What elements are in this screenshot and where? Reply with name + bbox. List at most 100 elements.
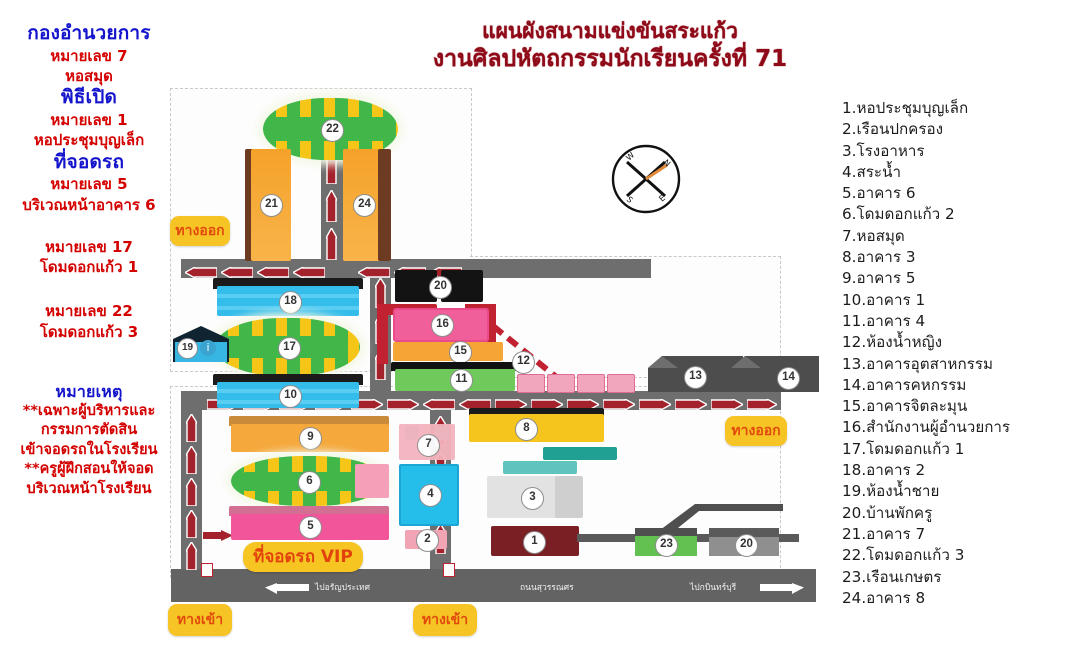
traffic-arrow-right: [350, 395, 385, 414]
info-heading: ที่จอดรถ: [53, 150, 125, 173]
note-line: บริเวณหน้าโรงเรียน: [26, 481, 152, 497]
street-name-label: ถนนสุวรรณศร: [520, 583, 574, 593]
info-subline: หมายเลข 7: [50, 46, 128, 65]
building-number: 19: [177, 338, 198, 359]
agriculture-area: 23 20: [577, 484, 807, 562]
building-number: 3: [521, 487, 544, 510]
traffic-arrow-up: [324, 226, 339, 264]
info-subline: โดมดอกแก้ว 3: [39, 322, 139, 341]
building-number: 6: [298, 471, 321, 494]
building-number: 12: [512, 351, 535, 374]
building-2: 2: [405, 529, 447, 552]
info-section-opening: พิธีเปิด หมายเลข 1 หอประชุมบุญเล็ก: [0, 86, 178, 150]
legend-item: 10.อาคาร 1: [842, 290, 926, 309]
building-24-side: [378, 149, 391, 261]
building-16: 16: [393, 308, 489, 342]
building-number: 9: [299, 427, 322, 450]
building-number: 17: [278, 337, 301, 360]
building-9-roof: [229, 416, 389, 426]
info-subline: หอประชุมบุญเล็ก: [33, 131, 145, 150]
traffic-arrow-up: [184, 412, 199, 446]
legend-item: 8.อาคาร 3: [842, 248, 916, 267]
access-path-down: [485, 304, 496, 340]
info-subline: บริเวณหน้าอาคาร 6: [22, 195, 156, 214]
traffic-arrow-up: [184, 476, 199, 510]
vip-parking-label[interactable]: ที่จอดรถ VIP: [243, 542, 363, 572]
traffic-arrow-left: [255, 263, 290, 282]
building-14: 14: [731, 356, 819, 392]
left-info-panel: กองอำนวยการ หมายเลข 7 หอสมุด พิธีเปิด หม…: [0, 22, 178, 500]
building-4-pond: 4: [399, 464, 459, 526]
legend-item: 16.สำนักงานผู้อำนวยการ: [842, 418, 1011, 437]
building-20-roof: [709, 528, 779, 537]
compass-icon: W N S E: [611, 144, 681, 214]
building-number: 18: [279, 291, 302, 314]
building-17-dome: 17: [215, 318, 360, 376]
building-number: 24: [353, 194, 376, 217]
building-number: 5: [299, 516, 322, 539]
legend-item: 20.บ้านพักครู: [842, 503, 933, 522]
info-section-dome1: หมายเลข 17 โดมดอกแก้ว 1: [0, 237, 178, 278]
legend-item: 1.หอประชุมบุญเล็ก: [842, 99, 969, 117]
traffic-arrow-right: [203, 526, 233, 545]
legend-item: 4.สระน้ำ: [842, 162, 901, 181]
building-number: 20: [429, 276, 452, 299]
building-14-shape: [731, 356, 819, 392]
compass-s-label: S: [625, 195, 635, 205]
traffic-arrow-right: [386, 395, 421, 414]
title-line-1: แผนผังสนามแข่งขันสระแก้ว: [482, 19, 738, 43]
toilet-stall: [547, 374, 575, 393]
building-number: 21: [260, 194, 283, 217]
gate-marker-center: [443, 563, 455, 577]
street-direction-right-label: ไปกบินทร์บุรี: [690, 583, 737, 593]
info-subline: หมายเลข 5: [50, 175, 128, 194]
legend-item: 14.อาคารคหกรรม: [842, 375, 967, 394]
info-subline: หอสมุด: [65, 67, 113, 85]
building-6-annex: [355, 464, 389, 498]
building-10: 10: [217, 382, 359, 408]
building-18-roof: [213, 278, 363, 289]
building-number: 22: [321, 119, 344, 142]
toilet-stall: [607, 374, 635, 393]
exit-label-east[interactable]: ทางออก: [725, 416, 787, 446]
exit-label-north[interactable]: ทางออก: [170, 216, 230, 246]
street-direction-right-arrow: [760, 580, 804, 599]
traffic-arrow-up: [184, 540, 199, 574]
traffic-arrow-right: [746, 395, 779, 414]
building-5: 5: [231, 514, 389, 540]
note-line: เข้าจอดรถในโรงเรียน: [20, 441, 158, 458]
building-number: 4: [419, 484, 442, 507]
traffic-arrow-up: [184, 508, 199, 542]
building-1: 1: [491, 526, 579, 556]
traffic-arrow-left: [183, 263, 218, 282]
building-number: 16: [431, 314, 454, 337]
street-direction-left-label: ไปอรัญประเทศ: [315, 583, 371, 593]
info-icon: i: [200, 340, 216, 356]
legend-item: 2.เรือนปกครอง: [842, 120, 944, 139]
note-line: กรรมการตัดสิน: [40, 422, 138, 439]
building-number: 15: [449, 341, 472, 364]
info-heading: พิธีเปิด: [60, 86, 117, 109]
compass-e-label: E: [657, 193, 667, 203]
legend-item: 5.อาคาร 6: [842, 184, 916, 203]
building-number: 7: [417, 434, 440, 457]
building-number: 2: [416, 529, 439, 552]
gate-marker-west: [201, 563, 213, 577]
entrance-label-center[interactable]: ทางเข้า: [413, 604, 477, 636]
legend-item: 15.อาคารจิตละมุน: [842, 397, 968, 416]
compass-w-label: W: [624, 150, 636, 162]
building-15: 15: [393, 341, 503, 364]
building-10-roof: [213, 374, 363, 385]
entrance-label-west[interactable]: ทางเข้า: [168, 604, 232, 636]
toilet-stall: [517, 374, 545, 393]
access-path-vertical: [377, 304, 388, 364]
traffic-arrow-left: [291, 263, 326, 282]
info-subline: หมายเลข 17: [45, 237, 133, 256]
traffic-arrow-left: [421, 395, 456, 414]
street-direction-left-arrow: [265, 580, 309, 599]
info-subline: โดมดอกแก้ว 1: [39, 258, 139, 276]
building-13: 13: [648, 356, 743, 392]
traffic-arrow-right: [602, 395, 637, 414]
traffic-arrow-left: [219, 263, 254, 282]
info-section-dome3: หมายเลข 22 โดมดอกแก้ว 3: [0, 301, 178, 342]
